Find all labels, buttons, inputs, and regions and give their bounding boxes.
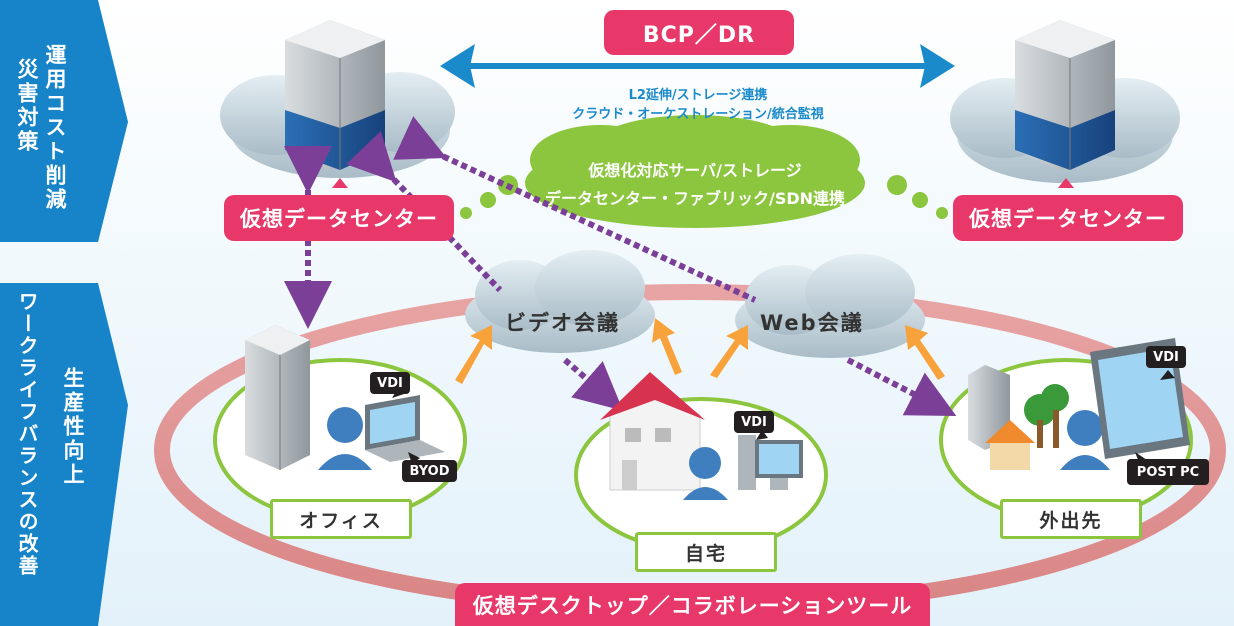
web-meeting-label: Web会議 — [760, 311, 864, 335]
bcp-dr-label: BCP／DR — [604, 10, 794, 55]
home-label: 自宅 — [635, 532, 777, 572]
tree-icon — [1024, 384, 1069, 448]
virtual-desktop-banner: 仮想デスクトップ／コラボレーションツール — [455, 583, 930, 626]
datacenter-right-label: 仮想データセンター — [953, 195, 1183, 241]
video-meeting-cloud — [465, 250, 655, 353]
datacenter-left-label: 仮想データセンター — [224, 195, 454, 241]
cost-reduction-text: 運用コスト削減 — [43, 44, 67, 212]
bottom-side-chevron — [0, 283, 128, 626]
left-datacenter-building — [285, 20, 385, 170]
arrow-right-head — [920, 44, 955, 88]
video-meeting-label: ビデオ会議 — [505, 311, 620, 335]
post-pc-tag: POST PC — [1127, 459, 1209, 485]
vdi-remote-tag: VDI — [1146, 346, 1186, 368]
remote-user-icon — [1060, 410, 1110, 470]
disaster-recovery-text: 災害対策 — [15, 58, 39, 154]
worklife-banner: ワークライフバランスの改善 生産性向上 — [0, 283, 128, 626]
remote-building-icon — [968, 365, 1035, 470]
virtualization-bubble-shape — [460, 115, 948, 228]
byod-tag: BYOD — [402, 460, 457, 482]
top-side-chevron — [0, 0, 128, 242]
right-datacenter-building — [1015, 20, 1115, 170]
desktop-pc-icon — [738, 435, 803, 490]
office-server-icon — [245, 325, 310, 470]
arrow-left-head — [440, 44, 475, 88]
remote-label: 外出先 — [1000, 499, 1142, 539]
office-user-icon — [318, 407, 372, 470]
laptop-icon — [365, 395, 445, 462]
link-line1: L2延伸/ストレージ連携 — [628, 88, 768, 103]
worklife-balance-text: ワークライフバランスの改善 — [15, 291, 39, 577]
office-label: オフィス — [270, 499, 412, 539]
web-meeting-cloud — [735, 254, 925, 358]
vdi-home-tag: VDI — [734, 411, 774, 433]
virtualization-line2: データセンター・ファブリック/SDN連携 — [544, 189, 846, 208]
link-line2: クラウド・オーケストレーション/統合監視 — [572, 107, 824, 122]
cost-reduction-banner: 運用コスト削減 災害対策 — [0, 0, 128, 242]
tablet-icon — [1090, 338, 1190, 459]
vdi-office-tag: VDI — [370, 372, 410, 394]
home-user-icon — [683, 447, 728, 500]
house-icon — [600, 372, 705, 491]
virtualization-line1: 仮想化対応サーバ/ストレージ — [588, 161, 802, 180]
productivity-text: 生産性向上 — [61, 367, 85, 487]
